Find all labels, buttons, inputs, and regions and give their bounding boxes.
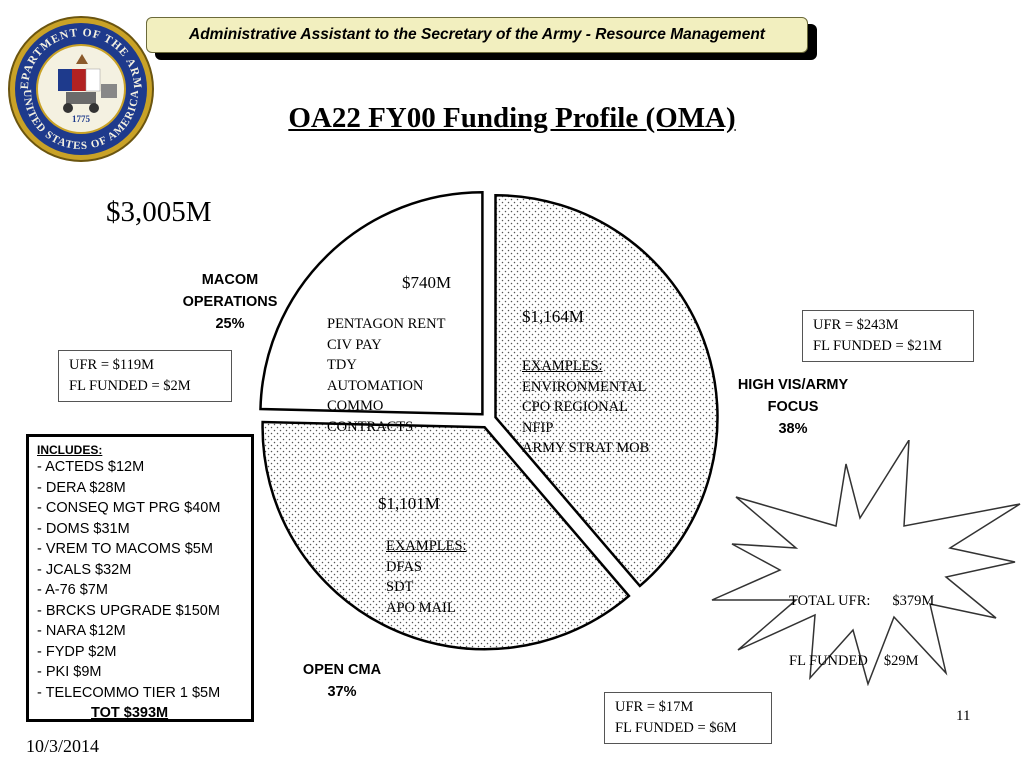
macom-item: CONTRACTS: [327, 418, 414, 435]
includes-item: - TELECOMMO TIER 1 $5M: [37, 684, 221, 701]
opencma-value-label: $1,101M: [378, 494, 440, 513]
macom-percent: 25%: [215, 316, 245, 332]
macom-item: CIV PAY: [327, 336, 382, 353]
footer-date: 10/3/2014: [26, 736, 100, 756]
macom-category-label: MACOM OPERATIONS 25%: [160, 269, 300, 335]
opencma-items: EXAMPLES: DFAS SDT APO MAIL: [386, 536, 467, 618]
macom-item: COMMO: [327, 398, 384, 414]
includes-total: TOT $393M: [91, 705, 169, 721]
highvis-items: EXAMPLES: ENVIRONMENTAL CPO REGIONAL NFI…: [522, 356, 649, 459]
includes-item: - BRCKS UPGRADE $150M: [37, 602, 220, 619]
svg-text:1775: 1775: [72, 114, 91, 124]
highvis-fl-funded: FL FUNDED = $21M: [813, 338, 942, 354]
pie-slice-high-vis-army-focus: [494, 193, 719, 588]
fl-funded-value: $29M: [883, 653, 919, 669]
macom-items: PENTAGON RENT CIV PAY TDY AUTOMATION COM…: [327, 314, 445, 437]
opencma-examples-heading: EXAMPLES:: [386, 538, 467, 554]
opencma-label-line1: OPEN CMA: [302, 662, 382, 678]
includes-item: - JCALS $32M: [37, 561, 132, 578]
highvis-label-line1: HIGH VIS/ARMY: [737, 377, 849, 393]
pie-slice-open-cma: [261, 420, 631, 651]
macom-item: AUTOMATION: [327, 377, 424, 394]
includes-item: - PKI $9M: [37, 664, 102, 680]
includes-item: - ACTEDS $12M: [37, 459, 145, 475]
includes-item: - VREM TO MACOMS $5M: [37, 541, 213, 557]
starburst-text: TOTAL UFR: $379M FL FUNDED $29M: [789, 551, 934, 691]
opencma-ufr: UFR = $17M: [615, 699, 694, 715]
pie-slice-macom-operations: [259, 191, 484, 416]
header-banner: Administrative Assistant to the Secretar…: [146, 17, 808, 53]
highvis-examples-heading: EXAMPLES:: [522, 358, 603, 374]
macom-value-label: $740M: [402, 273, 452, 292]
includes-box: INCLUDES: - ACTEDS $12M - DERA $28M - CO…: [26, 434, 254, 722]
opencma-item: APO MAIL: [386, 599, 456, 616]
total-amount: $3,005M: [106, 196, 212, 228]
opencma-ufr-box: UFR = $17M FL FUNDED = $6M: [604, 692, 772, 744]
macom-item: PENTAGON RENT: [327, 316, 446, 332]
includes-heading: INCLUDES:: [37, 443, 103, 457]
total-ufr-value: $379M: [892, 593, 935, 609]
opencma-category-label: OPEN CMA 37%: [282, 659, 402, 703]
total-ufr-label: TOTAL UFR:: [789, 593, 871, 609]
macom-fl-funded: FL FUNDED = $2M: [69, 378, 191, 394]
page-number: 11: [956, 708, 971, 724]
includes-item: - NARA $12M: [37, 623, 126, 639]
army-seal-logo: DEPARTMENT OF THE ARMY UNITED STATES OF …: [6, 14, 154, 162]
macom-ufr-box: UFR = $119M FL FUNDED = $2M: [58, 350, 232, 402]
includes-item: - DERA $28M: [37, 479, 126, 496]
macom-ufr: UFR = $119M: [69, 357, 154, 373]
highvis-item: ENVIRONMENTAL: [522, 378, 647, 395]
highvis-label-line2: FOCUS: [767, 399, 819, 415]
starburst-shape: [711, 440, 1021, 686]
includes-item: - DOMS $31M: [37, 520, 130, 537]
fl-funded-label: FL FUNDED: [789, 653, 868, 669]
highvis-ufr: UFR = $243M: [813, 317, 899, 333]
highvis-item: CPO REGIONAL: [522, 399, 628, 415]
opencma-item: DFAS: [386, 558, 422, 575]
includes-item: - CONSEQ MGT PRG $40M: [37, 500, 221, 516]
slide-title: OA22 FY00 Funding Profile (OMA): [288, 102, 736, 134]
macom-label-line2: OPERATIONS: [182, 294, 278, 310]
opencma-fl-funded: FL FUNDED = $6M: [615, 720, 737, 736]
opencma-percent: 37%: [327, 684, 357, 700]
highvis-value-label: $1,164M: [522, 307, 584, 326]
highvis-item: ARMY STRAT MOB: [522, 440, 650, 456]
highvis-percent: 38%: [778, 421, 808, 437]
highvis-ufr-box: UFR = $243M FL FUNDED = $21M: [802, 310, 974, 362]
macom-label-line1: MACOM: [201, 272, 259, 288]
macom-item: TDY: [327, 357, 357, 373]
highvis-category-label: HIGH VIS/ARMY FOCUS 38%: [718, 374, 868, 440]
includes-item: - FYDP $2M: [37, 643, 117, 660]
includes-item: - A-76 $7M: [37, 582, 108, 598]
highvis-item: NFIP: [522, 419, 554, 436]
opencma-item: SDT: [386, 579, 414, 595]
